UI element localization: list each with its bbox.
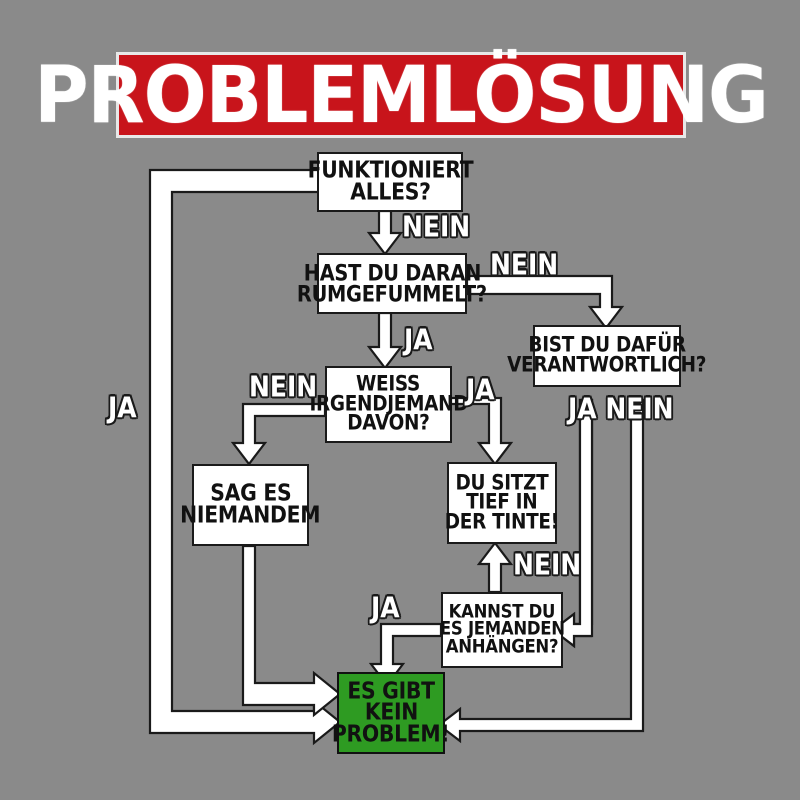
edge-blame-nein xyxy=(476,541,514,594)
node-line: ES JEMANDEN xyxy=(439,618,565,641)
node-line: ALLES? xyxy=(349,178,431,206)
title-banner: PROBLEMLÖSUNG xyxy=(34,52,769,138)
edge-fiddled-ja xyxy=(366,311,404,370)
edge-label-ja-knows: JA xyxy=(466,372,495,407)
node-du-sitzt-tief-in-der-tinte[interactable]: DU SITZT TIEF IN DER TINTE! xyxy=(444,462,560,544)
edge-knows-ja xyxy=(449,396,514,466)
node-es-gibt-kein-problem[interactable]: ES GIBT KEIN PROBLEM! xyxy=(332,672,450,754)
edge-label-nein-start: NEIN xyxy=(402,209,471,244)
edge-label-ja-blame: JA xyxy=(371,590,400,625)
edge-label-ja-start: JA xyxy=(108,390,137,425)
edge-responsible-nein xyxy=(437,398,645,744)
edge-label-nein-knows: NEIN xyxy=(249,369,318,404)
edge-start-nein xyxy=(366,209,404,256)
node-line: KEIN xyxy=(364,698,418,726)
node-line: VERANTWORTLICH? xyxy=(507,352,707,378)
node-line: ES GIBT xyxy=(347,677,435,704)
node-line: DER TINTE! xyxy=(444,509,560,534)
page-title: PROBLEMLÖSUNG xyxy=(34,49,769,141)
node-kannst-du-es-jemanden-anhaengen[interactable]: KANNST DU ES JEMANDEN ANHÄNGEN? xyxy=(439,592,565,668)
node-funktioniert-alles[interactable]: FUNKTIONIERT ALLES? xyxy=(307,152,473,212)
edge-tellnoone-green xyxy=(241,544,342,718)
node-line: IRGENDJEMAND xyxy=(309,391,468,416)
node-line: NIEMANDEM xyxy=(180,501,321,529)
node-line: KANNST DU xyxy=(448,600,556,623)
node-line: FUNKTIONIERT xyxy=(307,157,473,184)
edge-responsible-ja-line xyxy=(551,398,594,649)
node-line: RUMGEFUMMELT? xyxy=(297,280,487,307)
node-line: PROBLEM! xyxy=(332,720,450,747)
node-hast-du-daran-rumgefummelt[interactable]: HAST DU DARAN RUMGEFUMMELT? xyxy=(297,253,487,314)
node-line: HAST DU DARAN xyxy=(303,259,481,287)
edge-label-nein-blame: NEIN xyxy=(513,547,582,582)
node-line: ANHÄNGEN? xyxy=(445,635,559,658)
node-line: SAG ES xyxy=(209,480,292,507)
edge-label-ja-fiddled: JA xyxy=(404,322,433,357)
edge-label-nein-fiddled: NEIN xyxy=(490,247,559,282)
node-line: BIST DU DAFÜR xyxy=(528,333,686,358)
edge-fiddled-nein xyxy=(465,274,625,330)
node-bist-du-dafuer-verantwortlich[interactable]: BIST DU DAFÜR VERANTWORTLICH? xyxy=(507,325,707,387)
node-sag-es-niemandem[interactable]: SAG ES NIEMANDEM xyxy=(180,464,321,546)
node-weiss-irgendjemand-davon[interactable]: WEISS IRGENDJEMAND DAVON? xyxy=(309,366,468,443)
node-line: DU SITZT xyxy=(455,470,549,495)
node-line: WEISS xyxy=(356,371,421,397)
node-line: DAVON? xyxy=(347,411,430,436)
node-line: TIEF IN xyxy=(466,490,538,515)
edge-label-ja-nein-responsible: JA NEIN xyxy=(568,391,674,426)
